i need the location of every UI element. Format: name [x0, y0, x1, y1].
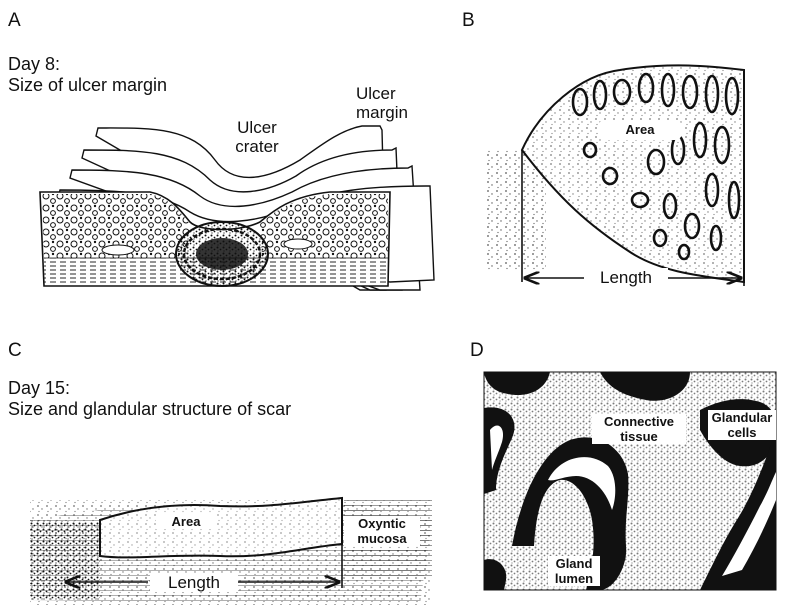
connective-tissue-label-line2: tissue: [592, 429, 686, 444]
panel-d-letter: D: [470, 340, 484, 362]
connective-tissue-label: Connective tissue: [592, 414, 686, 444]
glandular-cells-label-line2: cells: [708, 425, 776, 440]
ulcer-margin-label: Ulcer margin: [356, 84, 436, 122]
panel-a-heading: Day 8: Size of ulcer margin: [8, 54, 167, 96]
gland-lumen-label: Gland lumen: [548, 556, 600, 586]
connective-tissue-label-line1: Connective: [592, 414, 686, 429]
ulcer-crater-label-line2: crater: [222, 137, 292, 156]
oxyntic-mucosa-label-line1: Oxyntic: [344, 516, 420, 531]
panel-c-heading: Day 15: Size and glandular structure of …: [8, 378, 291, 420]
oxyntic-mucosa-label-line2: mucosa: [344, 531, 420, 546]
panel-c-length-label: Length: [150, 573, 238, 592]
panel-b-drawing: [486, 65, 744, 286]
glandular-cells-label-line1: Glandular: [708, 410, 776, 425]
panel-c-area-label: Area: [156, 514, 216, 529]
panel-b-length-label: Length: [584, 268, 668, 287]
panel-c-heading-line2: Size and glandular structure of scar: [8, 399, 291, 420]
ulcer-margin-label-line1: Ulcer: [356, 84, 436, 103]
gland-lumen-label-line2: lumen: [548, 571, 600, 586]
ulcer-crater-label: Ulcer crater: [222, 118, 292, 156]
panel-d-drawing: [484, 372, 776, 590]
panel-b-letter: B: [462, 10, 475, 32]
panel-a-heading-line2: Size of ulcer margin: [8, 75, 167, 96]
glandular-cells-label: Glandular cells: [708, 410, 776, 440]
oxyntic-mucosa-label: Oxyntic mucosa: [344, 516, 420, 546]
panel-c-heading-line1: Day 15:: [8, 378, 291, 399]
gland-lumen-label-line1: Gland: [548, 556, 600, 571]
panel-a-letter: A: [8, 10, 21, 32]
ulcer-crater-label-line1: Ulcer: [222, 118, 292, 137]
panel-b-area-label: Area: [598, 122, 682, 137]
ulcer-margin-label-line2: margin: [356, 103, 436, 122]
panel-c-letter: C: [8, 340, 22, 362]
panel-a-heading-line1: Day 8:: [8, 54, 167, 75]
